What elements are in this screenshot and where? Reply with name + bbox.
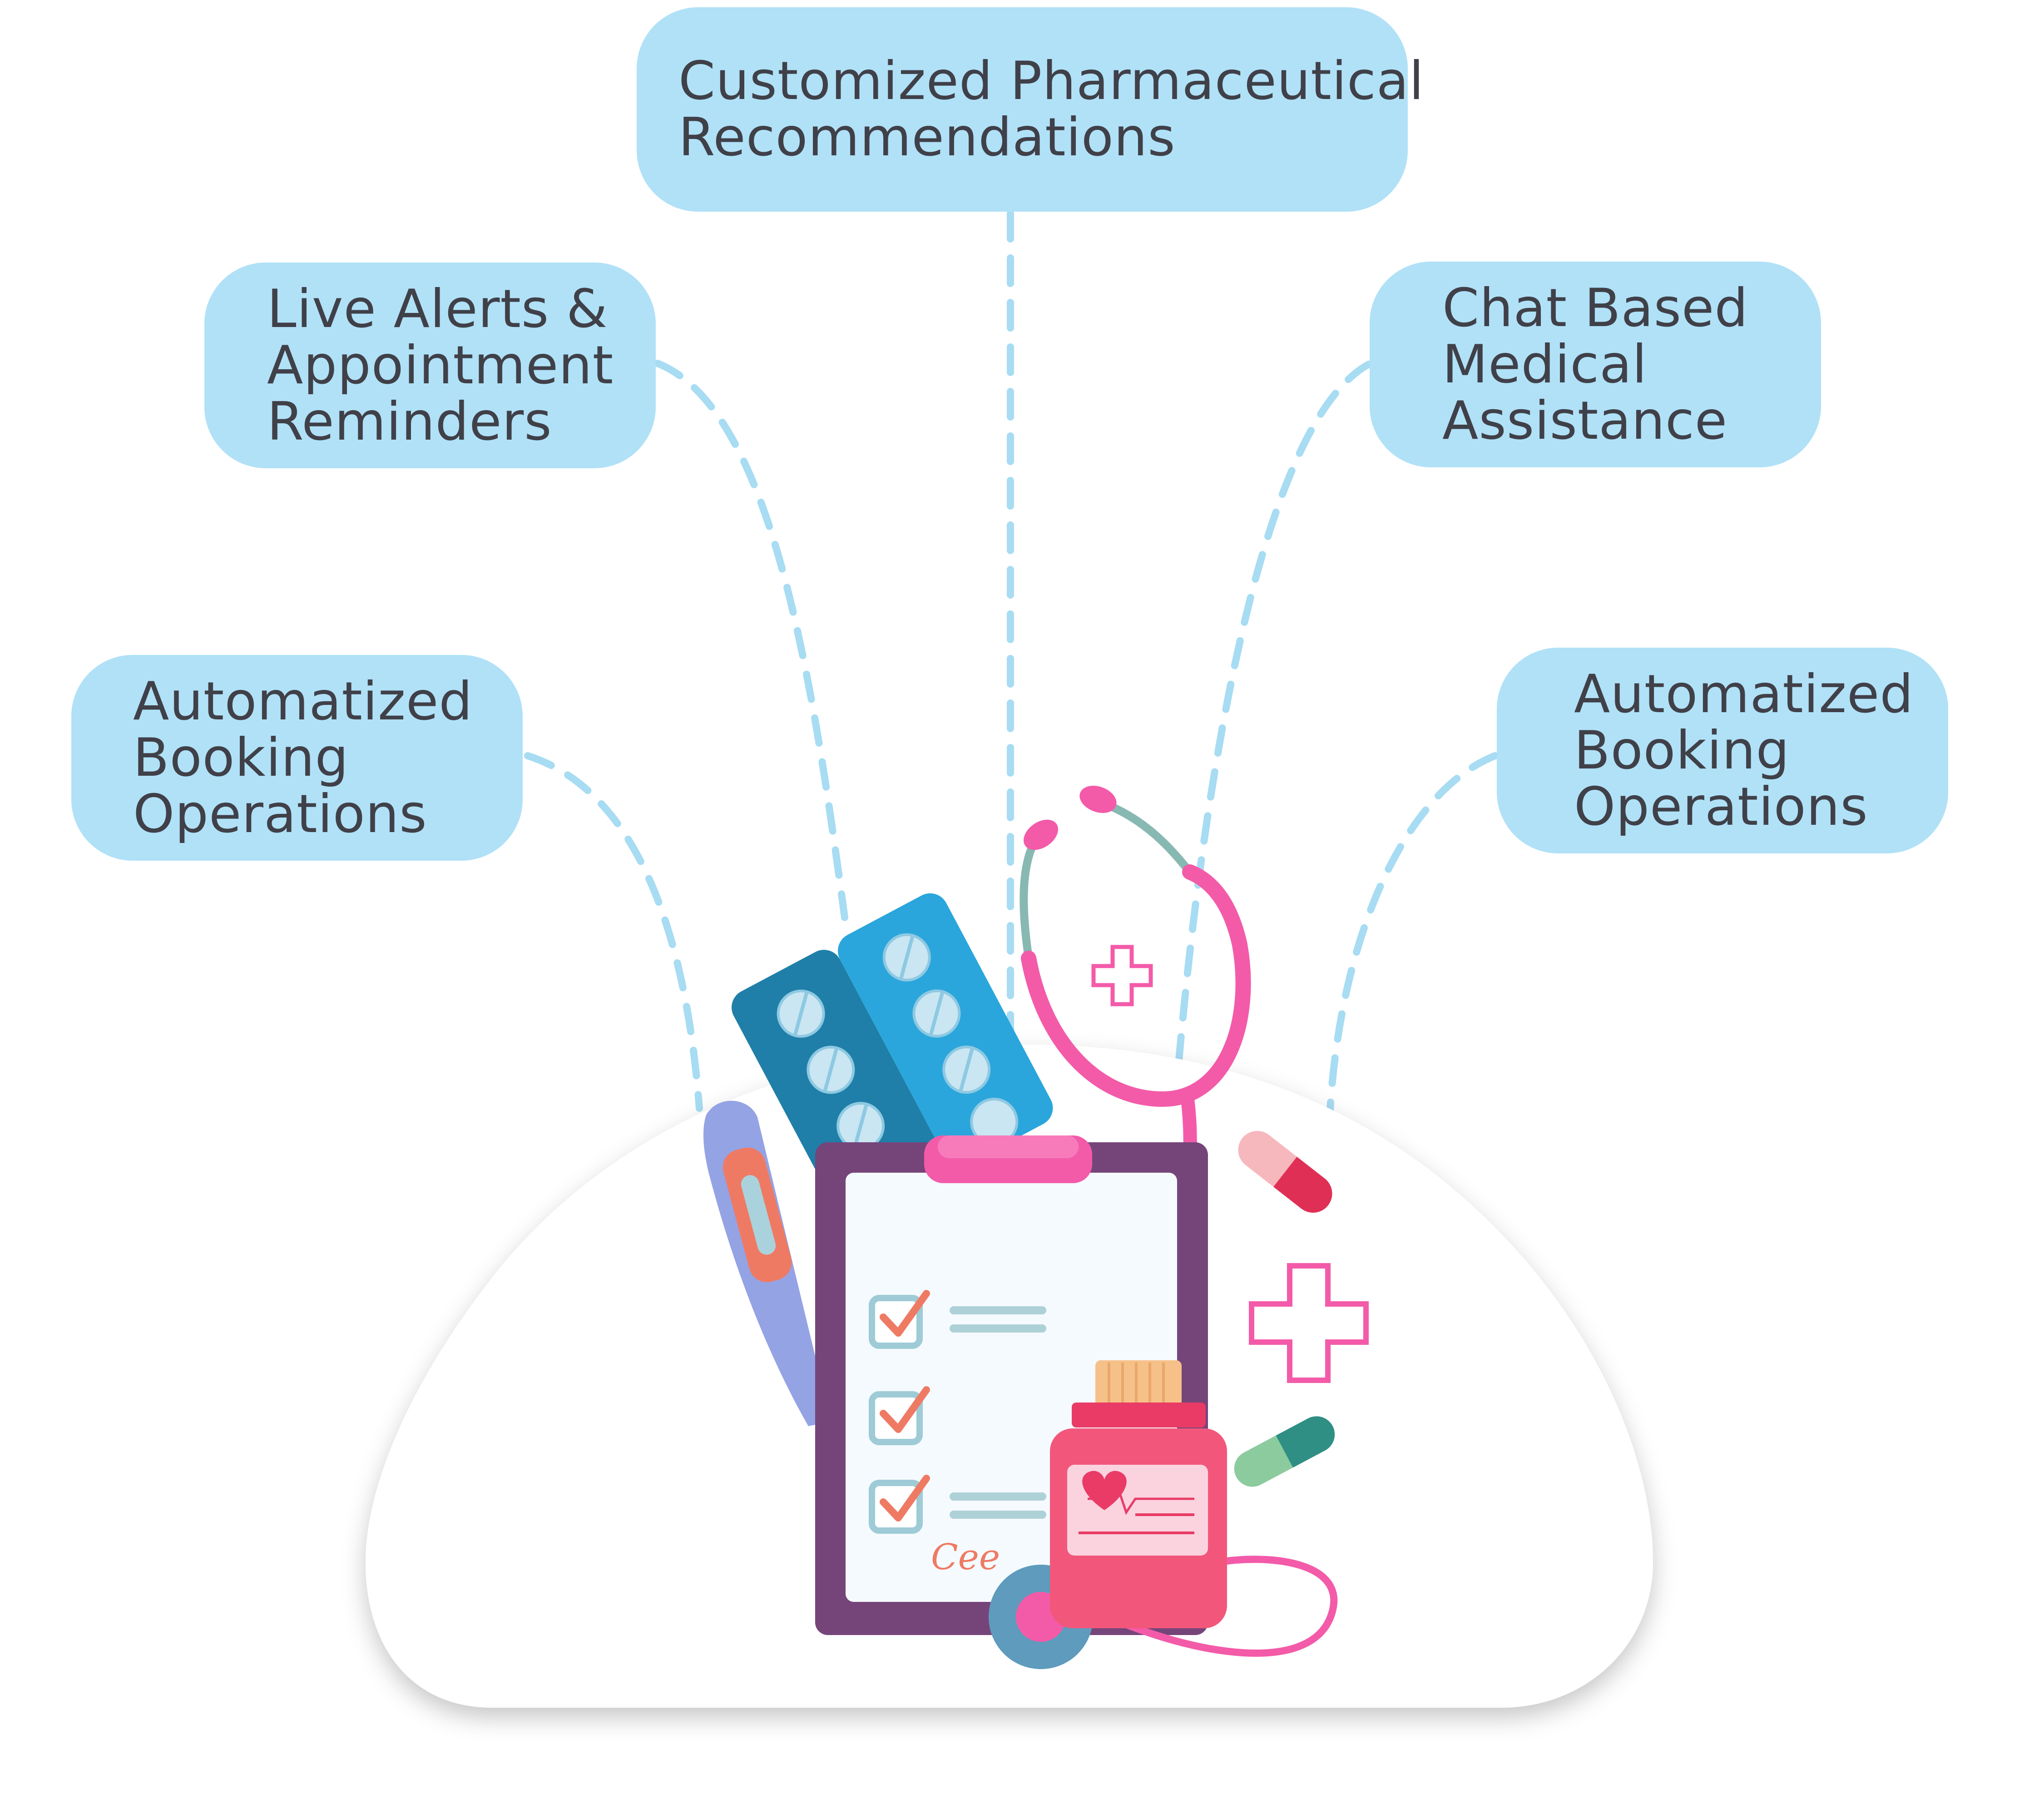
feature-text-line: Chat Based bbox=[1442, 277, 1749, 339]
feature-text-line: Recommendations bbox=[678, 107, 1176, 168]
clipboard-signature: Cee bbox=[931, 1537, 1000, 1578]
feature-text-line: Live Alerts & bbox=[267, 278, 608, 340]
medicine-bottle-icon bbox=[1050, 1360, 1227, 1628]
feature-text-line: Appointment bbox=[267, 334, 614, 396]
capsule-icon bbox=[1238, 1130, 1332, 1213]
feature-text-line: Automatized bbox=[133, 670, 473, 732]
feature-text-line: Booking bbox=[133, 727, 349, 788]
feature-booking-operations-left: Automatized Booking Operations bbox=[71, 655, 523, 861]
feature-text-line: Reminders bbox=[267, 391, 552, 452]
feature-text-line: Automatized bbox=[1574, 663, 1914, 725]
checkbox-icon bbox=[869, 1386, 930, 1445]
checkbox-icon bbox=[869, 1475, 930, 1534]
connector-booking-left bbox=[524, 752, 703, 1112]
medical-cross-icon bbox=[1249, 1263, 1369, 1383]
feature-live-alerts: Live Alerts & Appointment Reminders bbox=[204, 263, 656, 468]
feature-booking-operations-right: Automatized Booking Operations bbox=[1497, 648, 1948, 853]
feature-text-line: Operations bbox=[1574, 776, 1868, 838]
feature-text-line: Medical bbox=[1442, 333, 1648, 395]
feature-text-line: Operations bbox=[133, 783, 427, 845]
connector-lines bbox=[524, 210, 1499, 1121]
feature-text-line: Customized Pharmaceutical bbox=[678, 50, 1425, 112]
feature-text-line: Assistance bbox=[1442, 390, 1728, 451]
checkbox-icon bbox=[869, 1290, 930, 1349]
feature-pharmaceutical-recommendations: Customized Pharmaceutical Recommendation… bbox=[637, 7, 1425, 212]
capsule-icon bbox=[1234, 1416, 1335, 1487]
connector-chat bbox=[1173, 361, 1372, 1085]
medical-cross-icon bbox=[1091, 945, 1153, 1006]
feature-chat-medical-assistance: Chat Based Medical Assistance bbox=[1370, 262, 1821, 467]
connector-alerts bbox=[654, 360, 848, 921]
connector-booking-right bbox=[1326, 752, 1499, 1121]
feature-text-line: Booking bbox=[1574, 719, 1790, 781]
thermometer-icon bbox=[703, 1100, 831, 1426]
heart-icon bbox=[1082, 1471, 1127, 1510]
